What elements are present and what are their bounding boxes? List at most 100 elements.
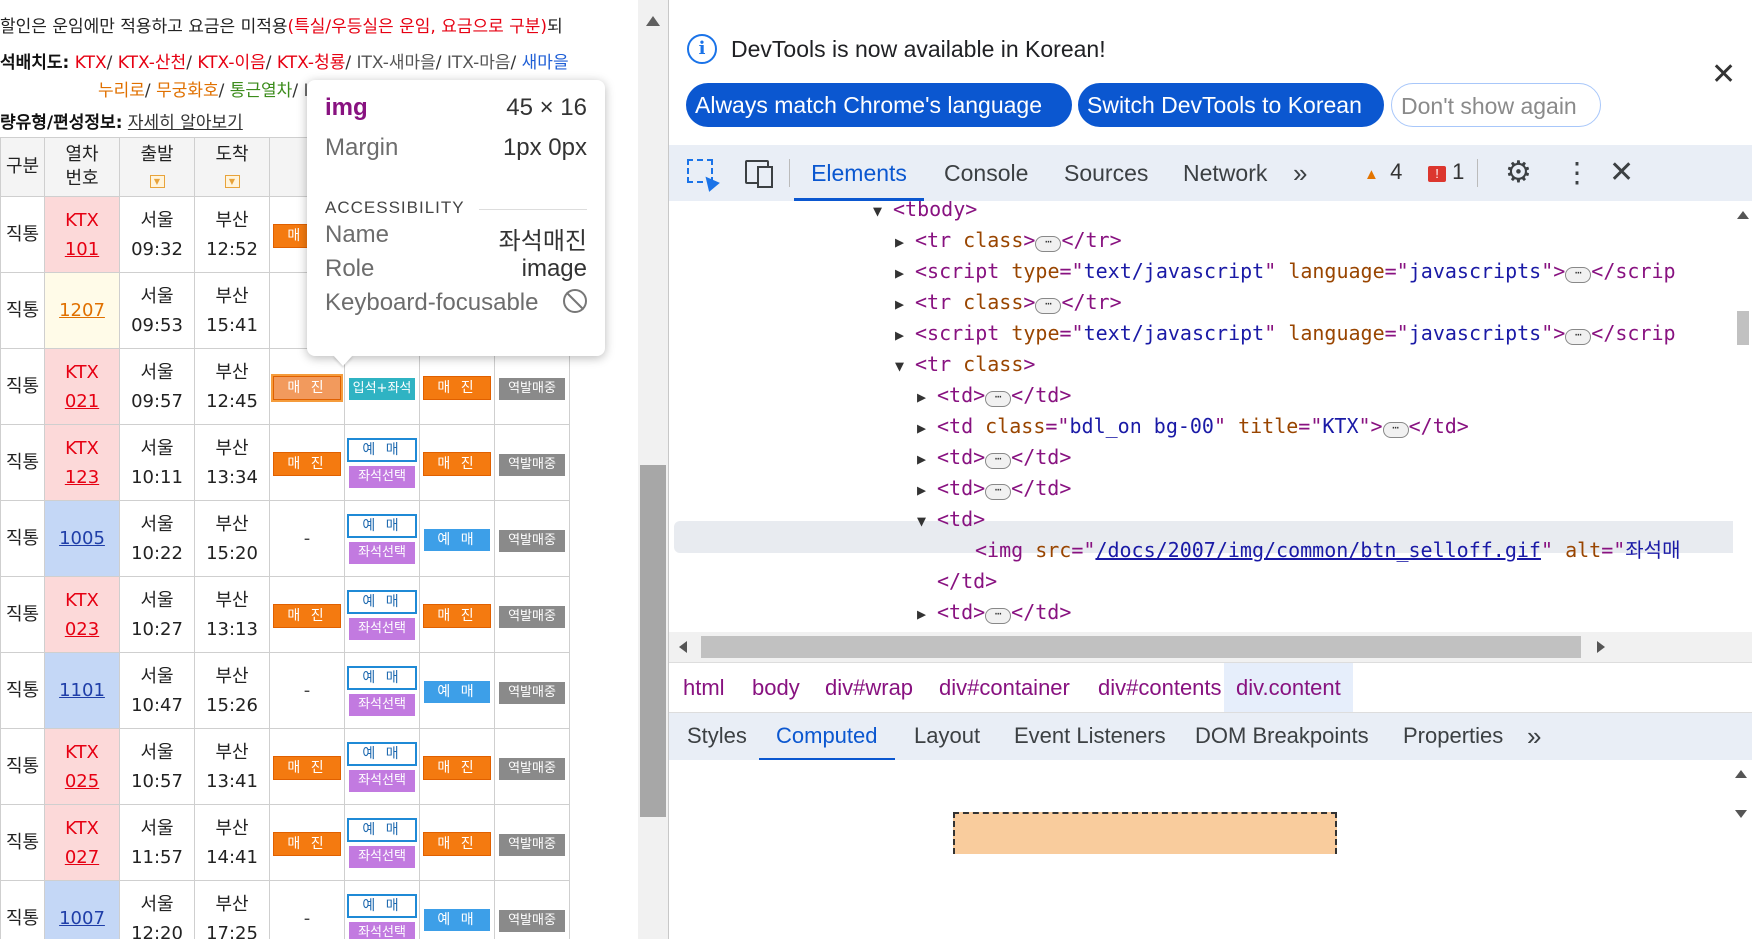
tab-properties[interactable]: Properties [1403, 723, 1504, 748]
dom-node[interactable]: ▶<script type="text/javascript" language… [895, 318, 1676, 348]
breadcrumb-item[interactable]: div.content [1224, 663, 1353, 713]
scroll-left-arrow-icon[interactable] [679, 641, 687, 653]
ellipsis-icon[interactable]: ⋯ [1382, 422, 1409, 438]
header-arrival[interactable]: 도착▼ [194, 137, 270, 197]
sold-out-button[interactable]: 매 진 [273, 604, 341, 628]
match-chrome-language-button[interactable]: Always match Chrome's language [686, 83, 1072, 127]
expand-triangle-icon[interactable]: ▶ [917, 419, 927, 437]
train-number-link[interactable]: 021 [64, 390, 100, 412]
seat-select-button[interactable]: 좌석선택 [349, 617, 415, 640]
seat-select-button[interactable]: 좌석선택 [349, 845, 415, 868]
sold-out-button[interactable]: 매 진 [423, 604, 491, 628]
dom-node[interactable]: ▶<td>⋯</td> [917, 597, 1071, 627]
sold-out-button[interactable]: 매 진 [423, 756, 491, 780]
train-type-link[interactable]: 통근열차 [229, 81, 293, 101]
expand-triangle-icon[interactable]: ▶ [917, 481, 927, 499]
reserve-button[interactable]: 예 매 [424, 909, 490, 931]
scroll-up-arrow-icon[interactable] [646, 16, 660, 26]
dom-node[interactable]: ▶<td>⋯</td> [917, 442, 1071, 472]
scroll-right-arrow-icon[interactable] [1597, 641, 1605, 653]
dont-show-again-button[interactable]: Don't show again [1391, 83, 1601, 127]
page-scrollbar[interactable] [638, 0, 668, 939]
expand-triangle-icon[interactable]: ▶ [917, 450, 927, 468]
close-devtools-icon[interactable]: ✕ [1609, 156, 1635, 189]
scroll-thumb[interactable] [701, 636, 1581, 658]
sort-icon[interactable]: ▼ [149, 175, 165, 188]
ellipsis-icon[interactable]: ⋯ [985, 391, 1012, 407]
reserve-button[interactable]: 예 매 [424, 681, 490, 703]
train-type-link[interactable]: KTX-산천 [117, 53, 187, 73]
train-type-link[interactable]: ITX-새마을 [356, 53, 436, 73]
sold-out-button[interactable]: 매 진 [423, 376, 491, 400]
switch-to-korean-button[interactable]: Switch DevTools to Korean [1078, 83, 1384, 127]
dom-token[interactable]: /docs/2007/img/common/btn_selloff.gif [1095, 538, 1541, 562]
dom-node[interactable]: ▶<tr class>⋯</tr> [895, 287, 1122, 317]
train-type-link[interactable]: 무궁화호 [156, 81, 219, 101]
sold-out-button[interactable]: 매 진 [273, 756, 341, 780]
scroll-up-arrow-icon[interactable] [1737, 211, 1749, 219]
reserve-button[interactable]: 예 매 [424, 529, 490, 551]
sort-icon[interactable]: ▼ [224, 175, 240, 188]
reserve-button[interactable]: 예 매 [347, 665, 417, 690]
dom-node[interactable]: </td> [917, 566, 997, 596]
dom-node[interactable]: ▶<tr class>⋯</tr> [895, 225, 1122, 255]
reserve-button[interactable]: 예 매 [347, 437, 417, 462]
train-number-link[interactable]: 1005 [59, 528, 105, 549]
dom-node[interactable]: ▼<tbody> [873, 201, 977, 224]
train-type-link[interactable]: KTX-청룡 [276, 53, 346, 73]
train-type-link[interactable]: 누리로 [98, 81, 145, 101]
expand-triangle-icon[interactable]: ▶ [895, 264, 905, 282]
train-number-link[interactable]: 1101 [59, 680, 105, 701]
expand-triangle-icon[interactable]: ▶ [917, 605, 927, 623]
train-number-link[interactable]: 1007 [59, 908, 105, 929]
breadcrumb-item[interactable]: html [683, 675, 725, 700]
sold-out-button[interactable]: 매 진 [423, 832, 491, 856]
train-number-link[interactable]: 123 [64, 466, 100, 488]
breadcrumb-item[interactable]: div#wrap [825, 675, 914, 700]
issues-badge[interactable]: ! 1 [1428, 159, 1464, 185]
kebab-menu-icon[interactable]: ⋮ [1563, 157, 1591, 188]
dom-node[interactable]: ▶<td>⋯</td> [917, 380, 1071, 410]
reserve-button[interactable]: 예 매 [347, 589, 417, 614]
tab-dom-breakpoints[interactable]: DOM Breakpoints [1195, 723, 1369, 748]
train-type-link[interactable]: KTX-이음 [197, 53, 266, 73]
train-number-link[interactable]: 1207 [59, 300, 105, 321]
dom-vertical-scrollbar[interactable] [1733, 201, 1752, 661]
scroll-up-arrow-icon[interactable] [1735, 770, 1747, 778]
dom-node[interactable]: ▶<script type="text/javascript" language… [895, 256, 1676, 286]
tab-styles[interactable]: Styles [687, 723, 747, 748]
train-number-link[interactable]: 023 [64, 618, 100, 640]
scroll-thumb[interactable] [1737, 311, 1749, 345]
breadcrumb-item[interactable]: div#container [939, 675, 1070, 700]
tab-elements[interactable]: Elements [794, 145, 924, 201]
train-number-link[interactable]: 027 [64, 846, 100, 868]
ellipsis-icon[interactable]: ⋯ [985, 608, 1012, 624]
expand-triangle-icon[interactable]: ▶ [895, 295, 905, 313]
expand-triangle-icon[interactable]: ▼ [917, 512, 927, 530]
reserve-button[interactable]: 예 매 [347, 741, 417, 766]
close-icon[interactable]: ✕ [1711, 58, 1737, 91]
dom-node[interactable]: ▼<tr class> [895, 349, 1035, 379]
sold-out-button[interactable]: 매 진 [273, 452, 341, 476]
reserve-button[interactable]: 예 매 [347, 513, 417, 538]
train-number-link[interactable]: 025 [64, 770, 100, 792]
dom-node[interactable]: <img src="/docs/2007/img/common/btn_sell… [955, 535, 1680, 565]
dom-node[interactable]: ▶<td>⋯</td> [917, 473, 1071, 503]
ellipsis-icon[interactable]: ⋯ [985, 484, 1012, 500]
dom-horizontal-scrollbar[interactable] [669, 632, 1752, 662]
breadcrumb-item[interactable]: div#contents [1098, 675, 1222, 700]
seat-select-button[interactable]: 좌석선택 [349, 465, 415, 488]
tab-network[interactable]: Network [1183, 160, 1268, 186]
tab-sources[interactable]: Sources [1064, 160, 1149, 186]
sold-out-button[interactable]: 매 진 [273, 832, 341, 856]
reserve-button[interactable]: 예 매 [347, 893, 417, 918]
tab-event-listeners[interactable]: Event Listeners [1014, 723, 1166, 748]
warnings-badge[interactable]: ▲ 4 [1364, 159, 1402, 185]
device-toolbar-icon[interactable] [745, 160, 773, 188]
dom-node[interactable]: ▼<td> [917, 504, 985, 534]
standing-seat-button[interactable]: 입석+좌석 [349, 378, 415, 400]
inspect-element-icon[interactable] [687, 159, 713, 183]
settings-gear-icon[interactable]: ⚙ [1505, 156, 1532, 189]
more-tabs-icon[interactable]: » [1527, 721, 1542, 751]
sold-out-button[interactable]: 매 진 [423, 452, 491, 476]
